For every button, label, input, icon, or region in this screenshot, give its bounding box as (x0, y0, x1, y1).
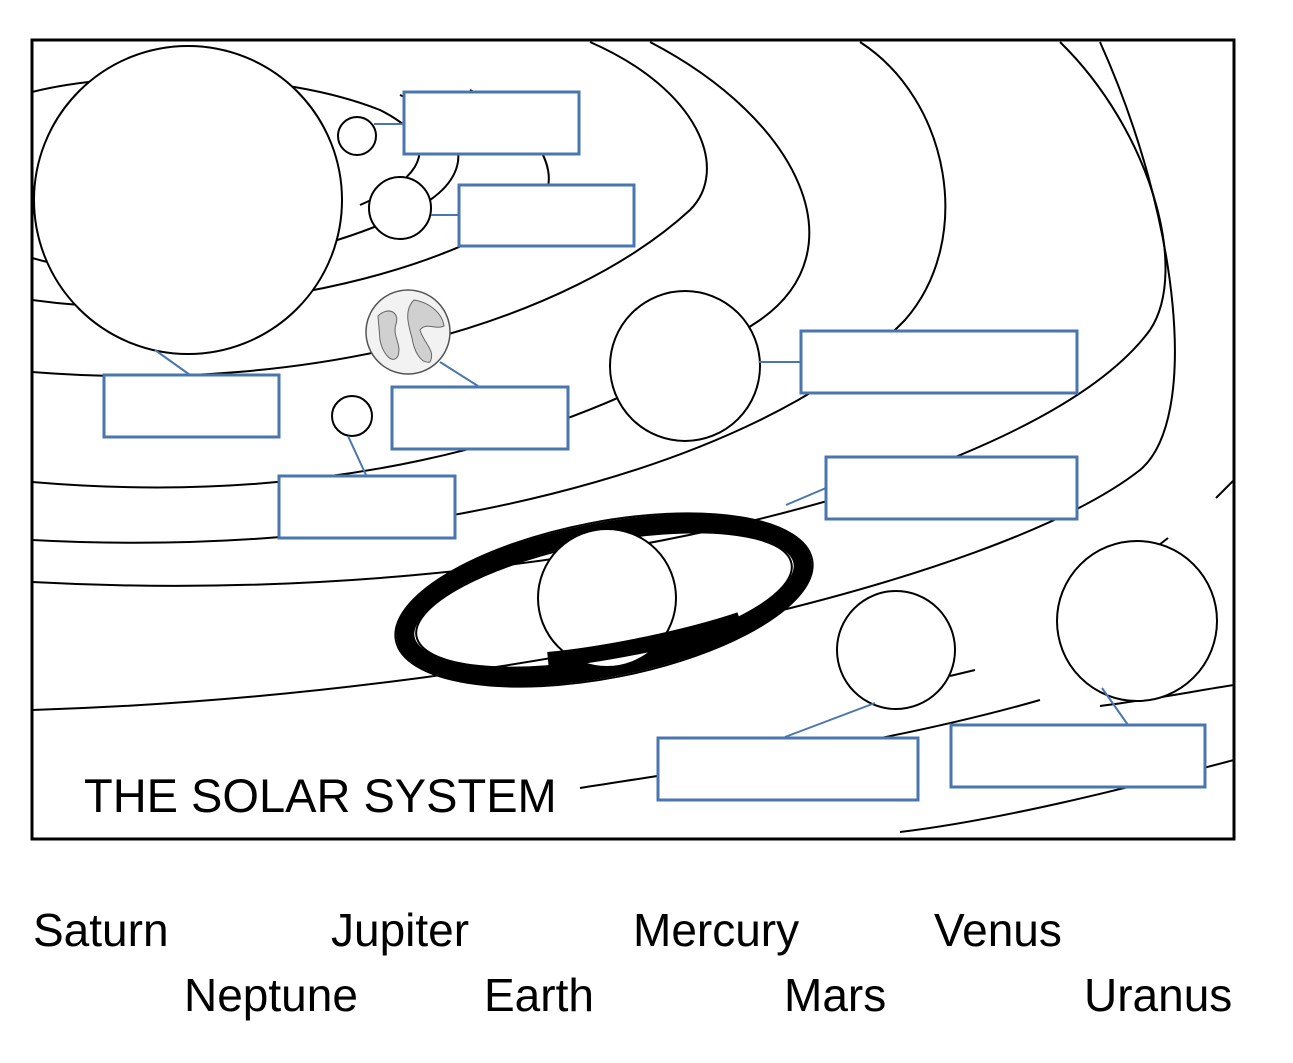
word-bank-item: Neptune (184, 969, 358, 1021)
sun-circle (33, 45, 343, 355)
neptune-circle (1056, 540, 1218, 702)
label-box-jupiter[interactable] (799, 329, 1079, 395)
orbit-neptune (32, 41, 1176, 711)
earth-globe-icon (365, 289, 451, 375)
label-box-earth[interactable] (390, 385, 570, 451)
label-box-sun[interactable] (102, 373, 281, 439)
venus-circle (368, 176, 432, 240)
word-bank-item: Mercury (633, 904, 800, 956)
word-bank-item: Uranus (1084, 969, 1233, 1021)
jupiter-circle (609, 290, 761, 442)
diagram-frame (30, 38, 1236, 841)
diagram-title: THE SOLAR SYSTEM (84, 769, 557, 822)
saturn-circle (537, 528, 677, 668)
mercury-circle (337, 116, 377, 156)
label-box-uranus[interactable] (656, 736, 920, 802)
uranus-circle (836, 590, 956, 710)
mars-circle (331, 395, 373, 437)
label-box-neptune[interactable] (949, 723, 1207, 789)
orbit-mars (32, 41, 708, 378)
label-box-venus[interactable] (457, 183, 636, 248)
label-box-mars[interactable] (277, 474, 457, 540)
word-bank-item: Jupiter (331, 904, 470, 956)
leader-lines (154, 123, 1129, 738)
orbit-outer-6 (949, 669, 976, 677)
label-box-saturn[interactable] (824, 455, 1079, 521)
orbit-outer-2 (1099, 684, 1234, 707)
orbit-outer-4 (1215, 479, 1234, 499)
label-box-mercury[interactable] (402, 90, 581, 156)
word-bank-item: Mars (784, 969, 887, 1021)
word-bank-item: Venus (934, 904, 1062, 956)
word-bank-item: Saturn (33, 904, 169, 956)
word-bank-item: Earth (484, 969, 594, 1021)
planets (33, 45, 1218, 710)
saturn-ring-front (547, 612, 743, 668)
